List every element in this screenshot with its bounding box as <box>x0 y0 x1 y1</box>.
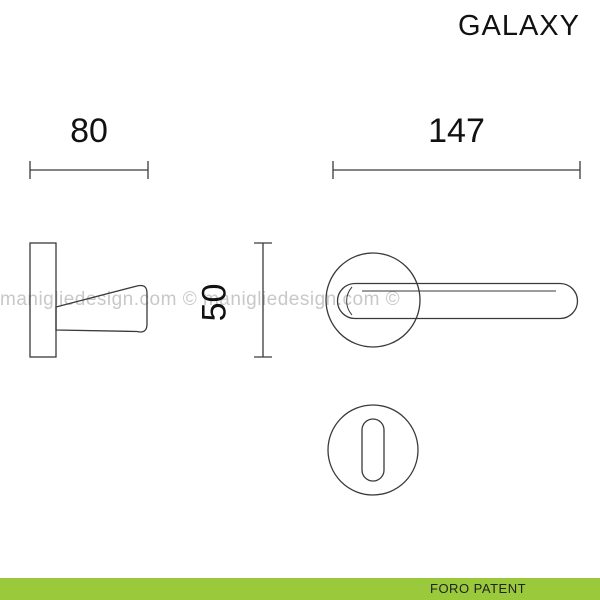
product-title: GALAXY <box>457 10 580 42</box>
keyhole-escutcheon-drawing <box>327 404 419 496</box>
dimension-label-80: 80 <box>70 112 108 150</box>
dimension-line-80 <box>29 161 149 179</box>
footer-bar: FORO PATENT <box>0 578 600 600</box>
front-view-drawing <box>325 252 579 348</box>
watermark-text: manigliedesign.com © manigliedesign.com … <box>0 289 401 310</box>
footer-label: FORO PATENT <box>430 581 527 596</box>
dimension-label-147: 147 <box>428 112 485 150</box>
dimension-line-50 <box>254 242 272 358</box>
side-view-drawing <box>29 242 148 358</box>
dimension-line-147 <box>332 161 581 179</box>
